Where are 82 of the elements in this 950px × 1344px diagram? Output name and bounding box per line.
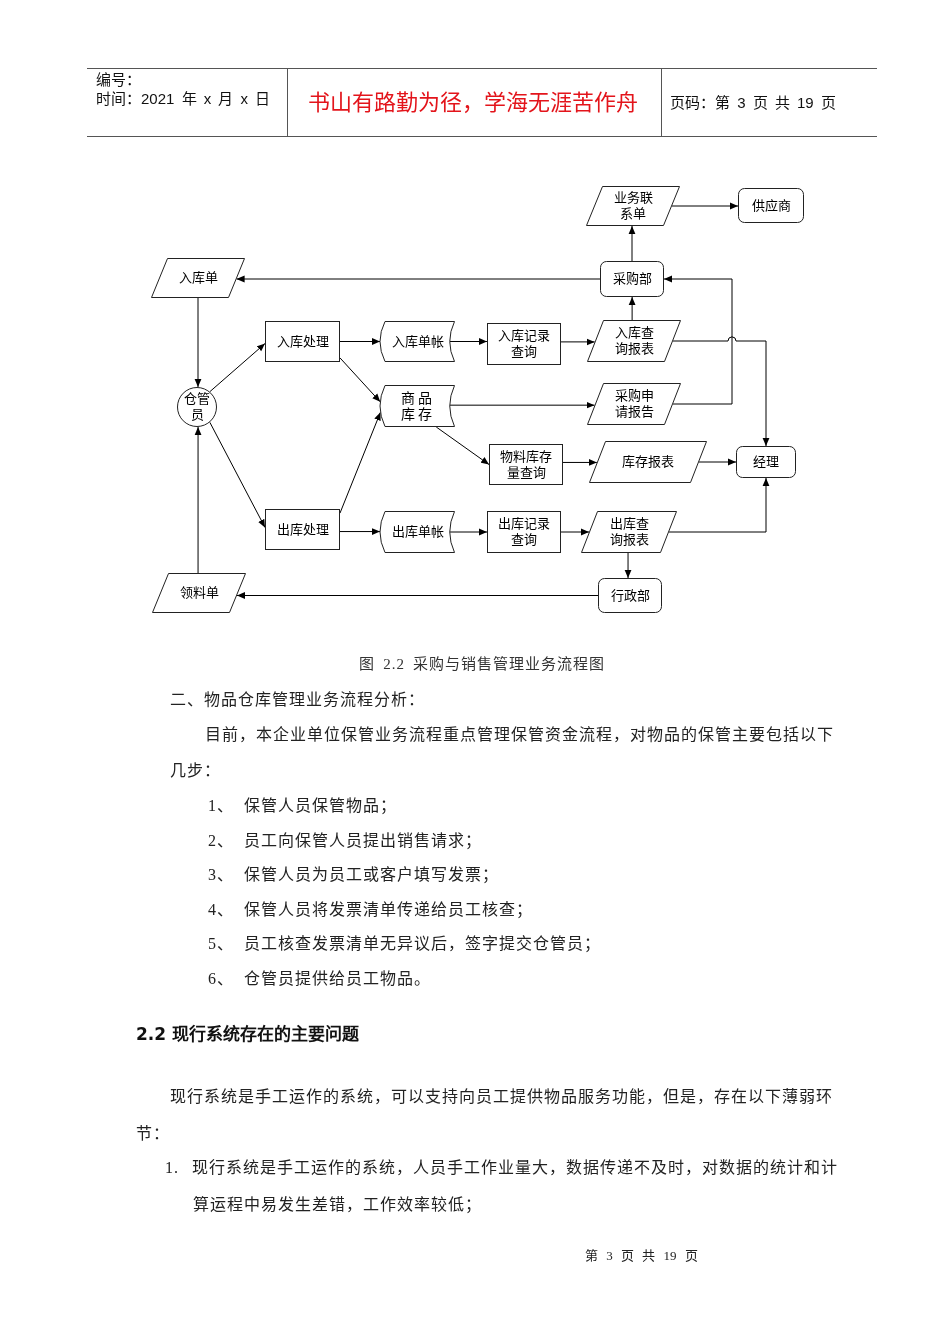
process-box: [487, 511, 561, 553]
node-label: 行政部: [610, 587, 650, 604]
flow-arrow: [194, 297, 202, 388]
page-footer: 第 3 页 共 19 页: [585, 1248, 698, 1264]
node-label: 出库处理: [276, 521, 329, 538]
flow-arrow: [339, 357, 381, 403]
figure-caption: 图 2.2 采购与销售管理业务流程图: [359, 655, 605, 673]
list-item: 5、 员工核查发票清单无异议后，签字提交仓管员；: [208, 934, 601, 954]
list-item: 1. 现行系统是手工运作的系统，人员手工作业量大，数据传递不及时，对数据的统计和计算运程中易发生差错，工作效率较低；: [165, 1158, 839, 1215]
flow-arrow: [672, 336, 770, 447]
flow-arrow: [339, 338, 381, 345]
data-parallelogram: [589, 441, 707, 483]
node-label: 物料库存量查询: [500, 448, 552, 481]
entity-box: [738, 188, 804, 223]
stored-data-shape: [380, 321, 455, 362]
node-label: 经理: [753, 454, 779, 470]
node-label: 供应商: [751, 197, 791, 214]
entity-box: [600, 261, 664, 297]
list-item: 3、 保管人员为员工或客户填写发票；: [208, 865, 499, 885]
body-paragraph: 目前，本企业单位保管业务流程重点管理保管资金流程，对物品的保管主要包括以下几步：: [170, 725, 835, 781]
body-text: 二、物品仓库管理业务流程分析：: [170, 690, 425, 710]
body-paragraph: 现行系统是手工运作的系统，可以支持向员工提供物品服务功能，但是，存在以下薄弱环节：: [136, 1087, 834, 1144]
flow-arrow: [236, 275, 601, 283]
flow-arrow: [339, 411, 381, 514]
data-parallelogram: [587, 383, 681, 425]
list-item: 1、 保管人员保管物品；: [208, 796, 397, 816]
section-heading: 2.2 现行系统存在的主要问题: [136, 1024, 360, 1045]
process-box: [265, 509, 340, 550]
process-box: [265, 321, 340, 362]
flow-arrow: [209, 421, 266, 528]
stored-data-shape: [380, 385, 455, 427]
flow-arrow: [560, 528, 590, 536]
header-field: 页码：第 3 页 共 19 页: [670, 94, 836, 112]
data-parallelogram: [586, 186, 680, 226]
entity-box: [736, 446, 796, 478]
node-label: 出库记录查询: [498, 516, 550, 548]
flow-arrow: [628, 296, 636, 321]
flow-arrow: [560, 338, 596, 346]
flow-arrow: [671, 202, 739, 210]
entity-box: [598, 578, 662, 613]
flow-arrow: [698, 458, 737, 466]
node-label: 商品库存: [400, 390, 435, 422]
node-label: 库存报表: [622, 454, 674, 470]
flow-arrow: [663, 275, 733, 405]
list-item: 6、 仓管员提供给员工物品。: [208, 969, 431, 989]
flow-arrow: [449, 528, 488, 536]
list-item: 4、 保管人员将发票清单传递给员工核查；: [208, 900, 533, 920]
flow-arrow: [449, 338, 488, 345]
process-box: [487, 323, 561, 365]
node-label: 领料单: [179, 585, 219, 601]
flow-arrow: [668, 477, 770, 533]
data-parallelogram: [581, 511, 677, 553]
node-label: 入库单: [178, 270, 218, 286]
data-parallelogram: [152, 573, 246, 613]
node-label: 采购申请报告: [614, 388, 654, 420]
node-label: 入库查询报表: [614, 325, 654, 357]
list-item: 2、 员工向保管人员提出销售请求；: [208, 831, 482, 851]
flow-arrow: [209, 343, 266, 393]
flow-arrow: [236, 592, 599, 599]
flow-arrow: [449, 401, 596, 409]
flow-arrow: [194, 426, 202, 574]
process-box: [489, 444, 563, 485]
motto-text: 书山有路勤为径，学海无涯苦作舟: [308, 90, 638, 117]
data-parallelogram: [151, 258, 245, 298]
flow-arrow: [562, 459, 598, 466]
data-parallelogram: [587, 320, 681, 362]
node-label: 入库记录查询: [498, 328, 550, 360]
header-field: 编号：: [96, 71, 141, 89]
person-circle: [177, 387, 217, 427]
node-label: 出库单帐: [391, 524, 444, 540]
flow-arrow: [435, 426, 490, 465]
node-label: 业务联系单: [613, 190, 653, 222]
flow-arrow: [628, 225, 636, 262]
node-label: 出库查询报表: [609, 516, 649, 548]
node-label: 仓管员: [184, 391, 210, 423]
flow-arrow: [339, 528, 381, 535]
flow-arrow: [624, 552, 632, 579]
node-label: 采购部: [612, 271, 652, 287]
header-field: 时间：2021 年 x 月 x 日: [96, 90, 271, 108]
stored-data-shape: [380, 511, 455, 553]
node-label: 入库单帐: [391, 333, 444, 350]
node-label: 入库处理: [276, 333, 329, 350]
